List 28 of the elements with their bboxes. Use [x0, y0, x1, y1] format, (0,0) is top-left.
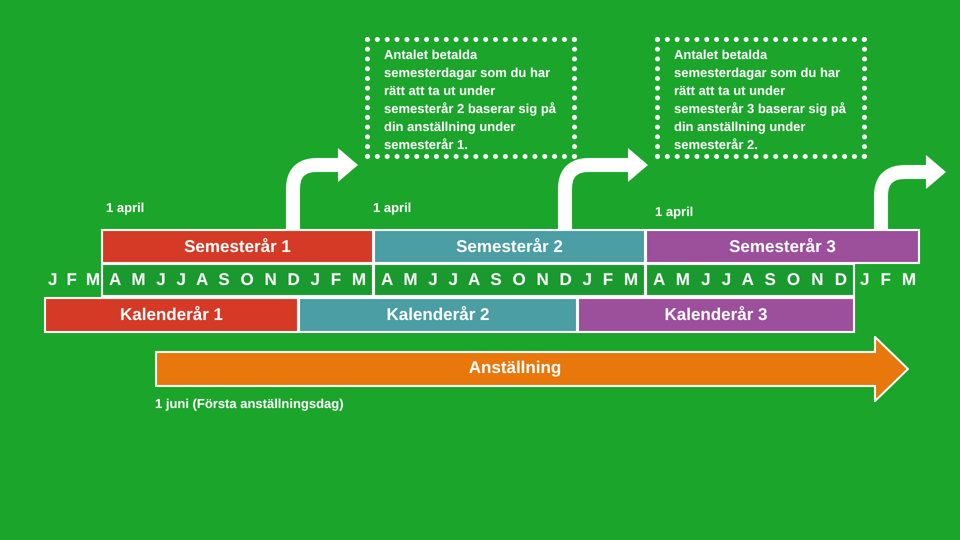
bar-label: Kalenderår 2: [386, 305, 490, 325]
calendar-bar: [44, 297, 299, 333]
bar-label: Kalenderår 3: [664, 305, 768, 325]
month-letters: A M J J A S O N D J F M: [381, 270, 638, 290]
bar-label: Semesterår 3: [729, 236, 836, 256]
curved-arrow: [286, 148, 358, 229]
calendar-bar: [577, 297, 855, 333]
note-text: Antalet betalda semesterdagar som du har rätt att ta ut under semesterår 3 baserar sig på din anställning under semesterår 2.: [674, 47, 846, 152]
date-label: 1 april: [106, 200, 144, 215]
note-box: [365, 37, 577, 159]
date-label: 1 april: [373, 200, 412, 215]
bar-label: Kalenderår 1: [120, 305, 223, 325]
date-label: 1 april: [655, 204, 694, 219]
month-letters: A M J J A S O N D J F M: [109, 270, 366, 290]
date-label: 1 juni (Första anställningsdag): [155, 396, 344, 411]
note-box: [655, 37, 867, 159]
curved-arrow: [558, 148, 648, 229]
note-text: Antalet betalda semesterdagar som du har rätt att ta ut under semesterår 2 baserar sig på din anställning under semesterår 1.: [384, 47, 556, 152]
bar-label: Semesterår 2: [456, 236, 563, 256]
month-letters: J F M: [48, 270, 100, 290]
month-letters: J F M: [860, 270, 916, 290]
month-strip: [373, 263, 646, 297]
calendar-bar: [298, 297, 578, 333]
month-strip: [645, 263, 855, 297]
arrow-label: Anställning: [468, 358, 562, 378]
bar-label: Semesterår 1: [184, 236, 291, 256]
month-strip: [101, 263, 374, 297]
month-letters: A M J J A S O N D: [653, 270, 847, 290]
